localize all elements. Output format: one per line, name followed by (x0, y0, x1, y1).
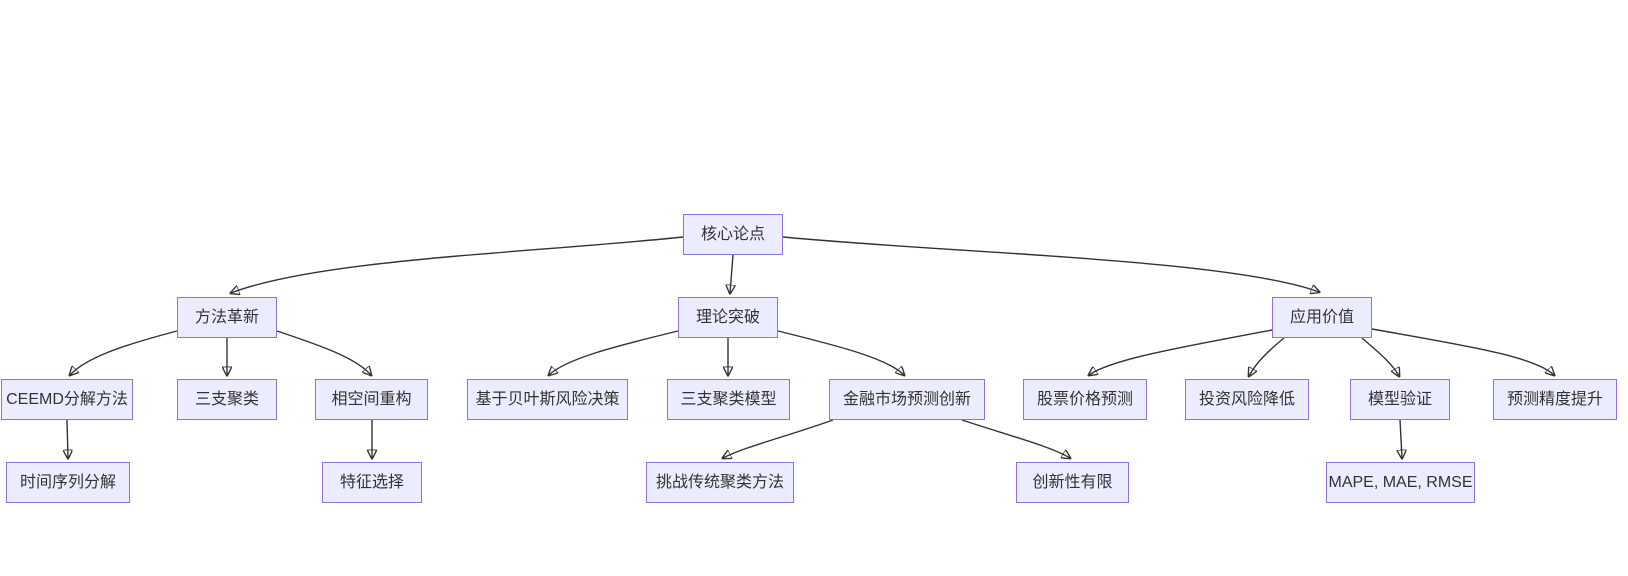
edge-theory-to-bayes (549, 330, 679, 375)
node-fin-innovation-label: 金融市场预测创新 (842, 390, 971, 408)
node-three-way: 三支聚类 (177, 379, 277, 420)
node-theory: 理论突破 (678, 297, 778, 338)
node-ceemd-label: CEEMD分解方法 (6, 390, 128, 408)
edge-method-to-ceemd (70, 330, 178, 375)
node-phase-space: 相空间重构 (315, 379, 428, 420)
node-bayes: 基于贝叶斯风险决策 (467, 379, 628, 420)
node-three-way-label: 三支聚类 (194, 390, 259, 408)
node-limited-novelty-label: 创新性有限 (1032, 473, 1113, 491)
node-three-way-model-label: 三支聚类模型 (680, 390, 777, 408)
node-limited-novelty: 创新性有限 (1016, 462, 1129, 503)
node-ts-decomposition-label: 时间序列分解 (19, 473, 116, 491)
node-stock-prediction-label: 股票价格预测 (1036, 390, 1133, 408)
node-feature-selection-label: 特征选择 (339, 473, 404, 491)
node-root-label: 核心论点 (700, 225, 765, 243)
edge-method-to-phase-space (276, 330, 371, 375)
node-accuracy: 预测精度提升 (1493, 379, 1617, 420)
edge-theory-to-fin-innovation (777, 330, 904, 375)
node-accuracy-label: 预测精度提升 (1506, 390, 1603, 408)
edge-application-to-accuracy (1371, 328, 1554, 375)
edge-application-to-risk-reduction (1249, 337, 1285, 376)
node-application: 应用价值 (1272, 297, 1372, 338)
node-method-label: 方法革新 (194, 308, 259, 326)
node-fin-innovation: 金融市场预测创新 (829, 379, 985, 420)
node-model-validation-label: 模型验证 (1367, 390, 1432, 408)
node-three-way-model: 三支聚类模型 (667, 379, 790, 420)
node-phase-space-label: 相空间重构 (331, 390, 412, 408)
edge-root-to-method (231, 236, 684, 293)
node-metrics: MAPE, MAE, RMSE (1326, 462, 1475, 503)
node-feature-selection: 特征选择 (322, 462, 422, 503)
node-application-label: 应用价值 (1289, 308, 1354, 326)
edge-fin-innovation-to-limited-novelty (961, 419, 1070, 458)
node-ts-decomposition: 时间序列分解 (6, 462, 130, 503)
node-theory-label: 理论突破 (695, 308, 760, 326)
edge-application-to-stock-prediction (1089, 329, 1273, 375)
node-root: 核心论点 (683, 214, 783, 255)
node-bayes-label: 基于贝叶斯风险决策 (475, 390, 620, 408)
node-ceemd: CEEMD分解方法 (1, 379, 133, 420)
edge-fin-innovation-to-challenge-clustering (723, 419, 834, 458)
node-stock-prediction: 股票价格预测 (1023, 379, 1147, 420)
node-risk-reduction-label: 投资风险降低 (1198, 390, 1295, 408)
edge-root-to-theory (730, 254, 733, 293)
node-risk-reduction: 投资风险降低 (1185, 379, 1309, 420)
edge-root-to-application (782, 236, 1319, 292)
node-challenge-clustering: 挑战传统聚类方法 (646, 462, 794, 503)
node-model-validation: 模型验证 (1350, 379, 1450, 420)
edge-application-to-model-validation (1361, 337, 1399, 376)
node-metrics-label: MAPE, MAE, RMSE (1328, 473, 1473, 491)
node-challenge-clustering-label: 挑战传统聚类方法 (655, 473, 784, 491)
node-method: 方法革新 (177, 297, 277, 338)
edge-model-validation-to-metrics (1400, 419, 1402, 458)
edge-ceemd-to-ts-decomposition (67, 419, 68, 458)
